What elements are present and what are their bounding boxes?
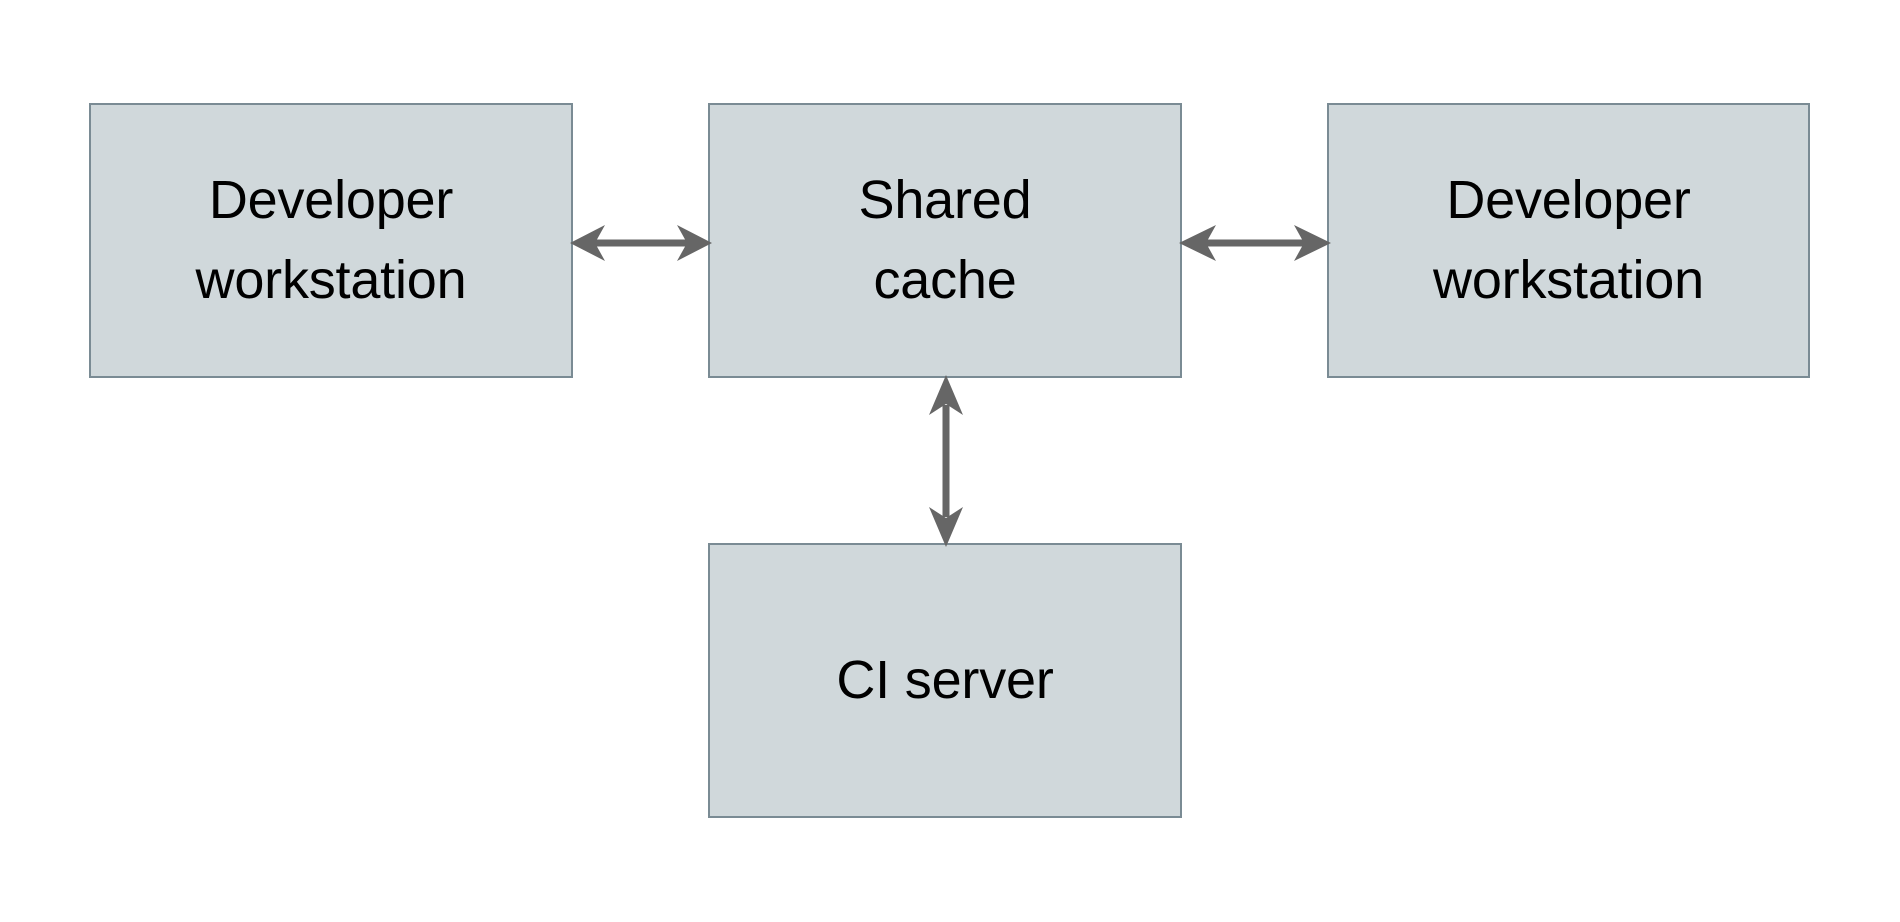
node-label: Developer workstation [195, 169, 467, 310]
edge-developer-workstation-left-to-shared-cache[interactable] [570, 212, 712, 274]
double-arrow-icon [929, 375, 963, 547]
double-arrow-icon [570, 225, 712, 261]
node-label: Shared cache [858, 169, 1032, 310]
node-developer-workstation-right[interactable]: Developer workstation [1327, 103, 1810, 378]
edge-shared-cache-to-ci-server[interactable] [915, 375, 977, 547]
edge-shared-cache-to-developer-workstation-right[interactable] [1179, 212, 1331, 274]
node-label: Developer workstation [1433, 169, 1704, 310]
node-ci-server[interactable]: CI server [708, 543, 1182, 818]
node-developer-workstation-left[interactable]: Developer workstation [89, 103, 573, 378]
node-label: CI server [836, 649, 1054, 710]
double-arrow-icon [1179, 225, 1331, 261]
node-shared-cache[interactable]: Shared cache [708, 103, 1182, 378]
